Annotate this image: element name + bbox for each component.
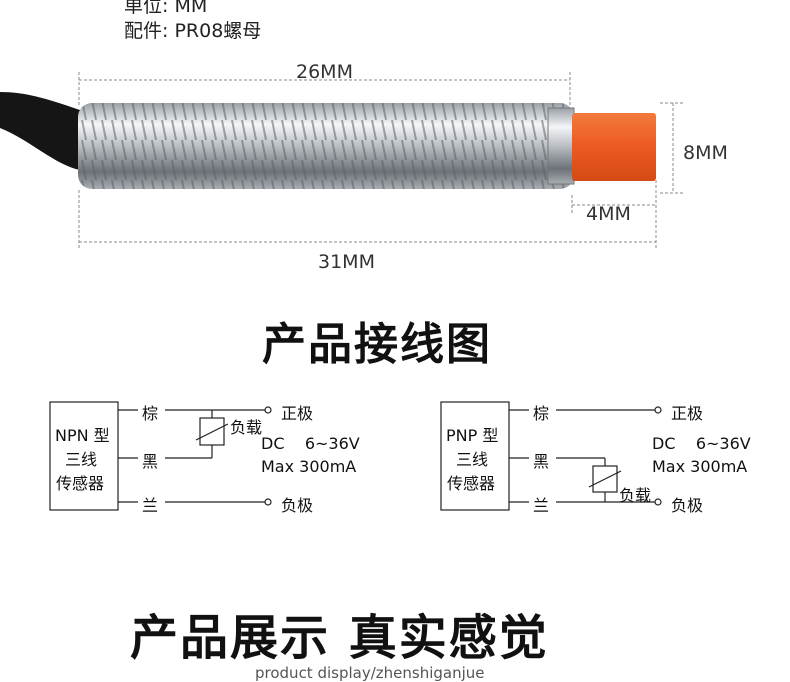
npn-negative-label: 负极 bbox=[281, 496, 314, 515]
pnp-current-spec: Max 300mA bbox=[652, 457, 748, 476]
npn-positive-label: 正极 bbox=[281, 404, 314, 423]
pnp-supply-spec: DC 6~36V bbox=[652, 434, 751, 453]
npn-diagram bbox=[49, 401, 272, 511]
display-title: 产品展示 真实感觉 bbox=[130, 610, 549, 666]
npn-positive-terminal bbox=[264, 406, 272, 414]
total-length-label: 31MM bbox=[318, 251, 375, 273]
npn-wire-brown: 棕 bbox=[142, 404, 159, 423]
display-subtitle: product display/zhenshiganjue bbox=[255, 664, 485, 682]
pnp-diagram bbox=[440, 401, 662, 511]
pnp-positive-label: 正极 bbox=[671, 404, 704, 423]
pnp-negative-terminal bbox=[654, 498, 662, 506]
pnp-wire-brown: 棕 bbox=[533, 404, 550, 423]
npn-type-label: NPN 型 bbox=[55, 426, 110, 445]
npn-sensor-box bbox=[49, 401, 119, 511]
npn-current-spec: Max 300mA bbox=[261, 457, 357, 476]
wiring-title: 产品接线图 bbox=[262, 319, 492, 370]
npn-wire-blue: 兰 bbox=[142, 496, 159, 515]
npn-three-wire-label: 三线 bbox=[65, 450, 98, 469]
npn-wire-black: 黑 bbox=[142, 452, 159, 471]
pnp-load-label: 负载 bbox=[619, 486, 652, 505]
pnp-type-label: PNP 型 bbox=[446, 426, 499, 445]
pnp-wire-black: 黑 bbox=[533, 452, 550, 471]
sensor-cable bbox=[0, 92, 80, 170]
head-length-label: 4MM bbox=[586, 203, 631, 225]
unit-spec: 单位: MM bbox=[124, 0, 208, 17]
accessory-spec: 配件: PR08螺母 bbox=[124, 20, 262, 42]
thread-length-label: 26MM bbox=[296, 61, 353, 83]
npn-load-relay bbox=[199, 417, 225, 446]
npn-supply-spec: DC 6~36V bbox=[261, 434, 360, 453]
pnp-load-relay bbox=[592, 465, 618, 493]
npn-sensor-label: 传感器 bbox=[56, 474, 105, 493]
npn-load-label: 负载 bbox=[230, 418, 263, 437]
pnp-three-wire-label: 三线 bbox=[456, 450, 489, 469]
pnp-positive-terminal bbox=[654, 406, 662, 414]
sensor-head bbox=[572, 113, 656, 181]
pnp-negative-label: 负极 bbox=[671, 496, 704, 515]
sensor-collar bbox=[547, 107, 575, 185]
npn-negative-terminal bbox=[264, 498, 272, 506]
pnp-wire-blue: 兰 bbox=[533, 496, 550, 515]
diameter-label: 8MM bbox=[683, 142, 728, 164]
pnp-sensor-label: 传感器 bbox=[447, 474, 496, 493]
pnp-sensor-box bbox=[440, 401, 510, 511]
